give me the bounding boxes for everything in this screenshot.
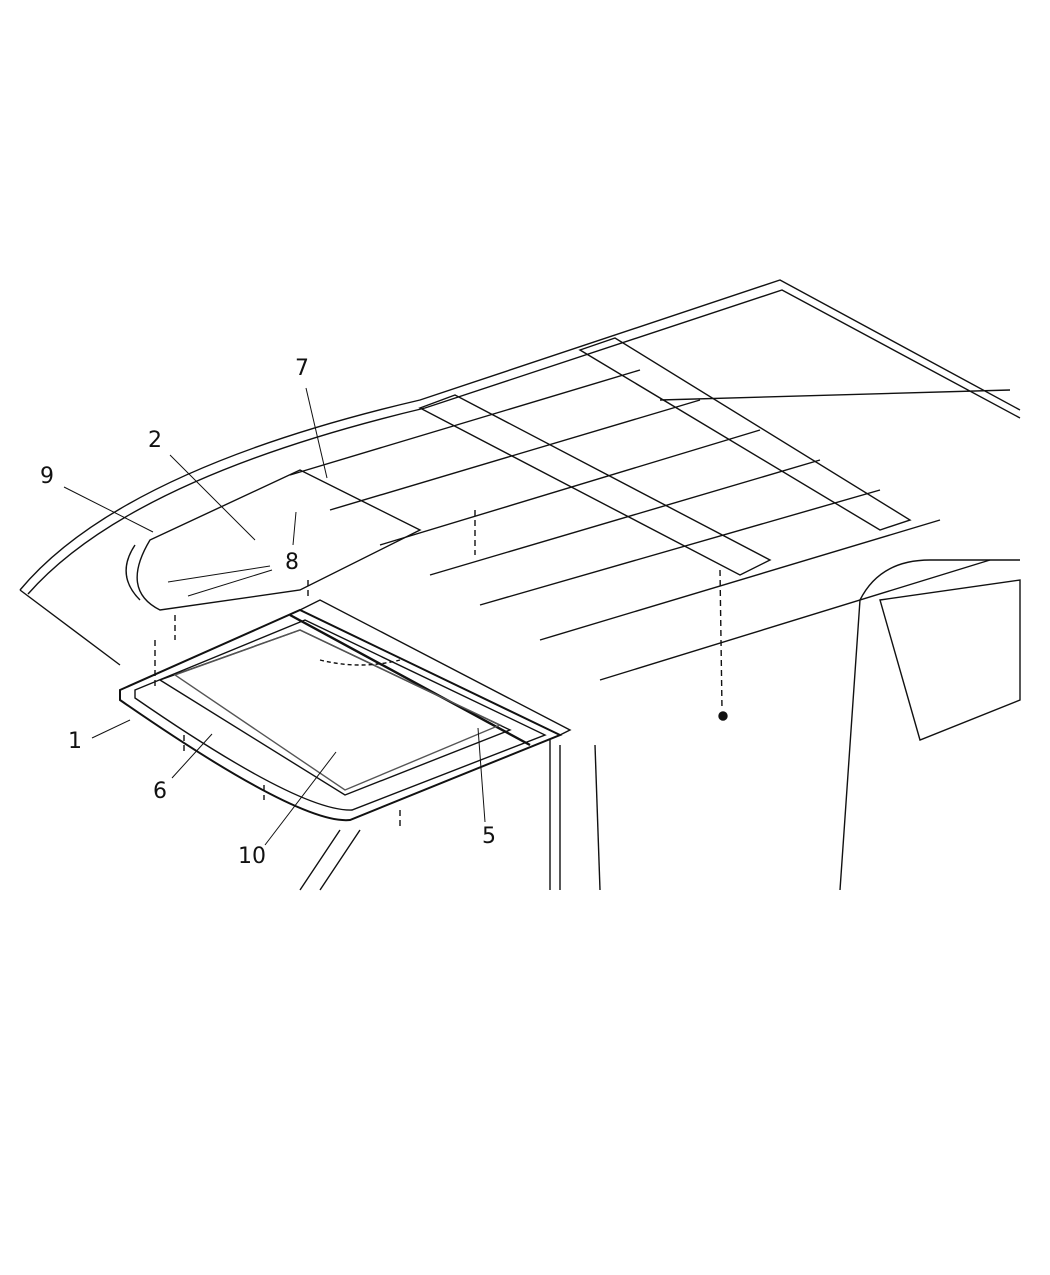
leader-lines <box>63 387 486 846</box>
roof-panel <box>19 279 1021 681</box>
callout-1: 1 <box>68 729 82 754</box>
callout-6: 6 <box>153 779 167 804</box>
glass-panel <box>173 629 502 791</box>
callout-9: 9 <box>40 464 54 489</box>
callout-8: 8 <box>285 550 299 575</box>
fasteners <box>154 510 723 830</box>
callout-2: 2 <box>148 428 162 453</box>
roof-rails <box>418 337 912 576</box>
callout-7: 7 <box>295 356 309 381</box>
rear-frame <box>125 469 422 611</box>
callout-10: 10 <box>238 844 266 869</box>
sunroof-frame <box>119 599 572 822</box>
body-side <box>299 559 1021 891</box>
callout-5: 5 <box>482 824 496 849</box>
